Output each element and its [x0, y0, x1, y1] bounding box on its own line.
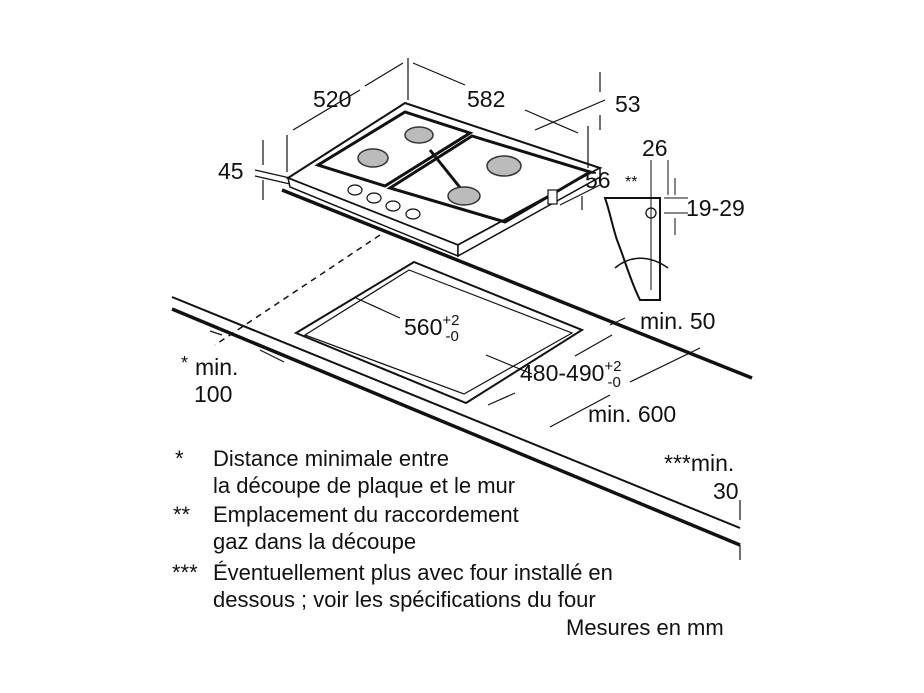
cutout-width-tol-minus: -0 [445, 328, 459, 345]
cutout [293, 260, 585, 405]
min-front-label: min. 600 [588, 401, 677, 427]
note-mark: * [175, 446, 184, 471]
min-below-line1: ***min. [664, 450, 735, 476]
min-wall-line2: 100 [194, 381, 233, 407]
countertop [171, 188, 753, 547]
min-below-line2: 30 [713, 478, 739, 504]
depth-label: 520 [313, 86, 352, 112]
note-text: la découpe de plaque et le mur [213, 473, 516, 498]
rear-offset-label: 53 [615, 91, 641, 117]
note-text: gaz dans la découpe [213, 529, 417, 554]
min-wall-line1: min. [195, 354, 239, 380]
side-offset-label: 56 [585, 167, 611, 193]
cutout-depth-tol-plus: +2 [604, 358, 622, 375]
note-mark: *** [172, 560, 198, 585]
note-text: Emplacement du raccordement [213, 502, 519, 527]
note-mark: ** [173, 502, 191, 527]
gas-marker: ** [625, 174, 638, 191]
dimension-lines [209, 58, 741, 560]
note-text: dessous ; voir les spécifications du fou… [213, 587, 596, 612]
gas-height-label: 19-29 [686, 195, 745, 221]
cutout-width-label: 560+2-0 [404, 313, 459, 344]
min-back-label: min. 50 [640, 308, 716, 334]
projection-line [214, 234, 381, 346]
cutout-width-value: 560 [404, 314, 443, 340]
note-text: Distance minimale entre [213, 446, 449, 471]
height-label: 45 [218, 158, 244, 184]
cutout-depth-value: 480-490 [520, 360, 605, 386]
gas-hob [285, 101, 603, 258]
gas-offset-label: 26 [642, 135, 668, 161]
min-wall-star: * [181, 353, 189, 373]
cutout-width-tol-plus: +2 [442, 312, 460, 329]
units-note: Mesures en mm [566, 615, 724, 640]
width-label: 582 [467, 86, 506, 112]
cutout-depth-tol-minus: -0 [607, 374, 621, 391]
cutout-depth-label: 480-490+2-0 [520, 359, 622, 390]
gas-connection-detail [603, 160, 688, 301]
note-text: Éventuellement plus avec four installé e… [213, 560, 613, 585]
